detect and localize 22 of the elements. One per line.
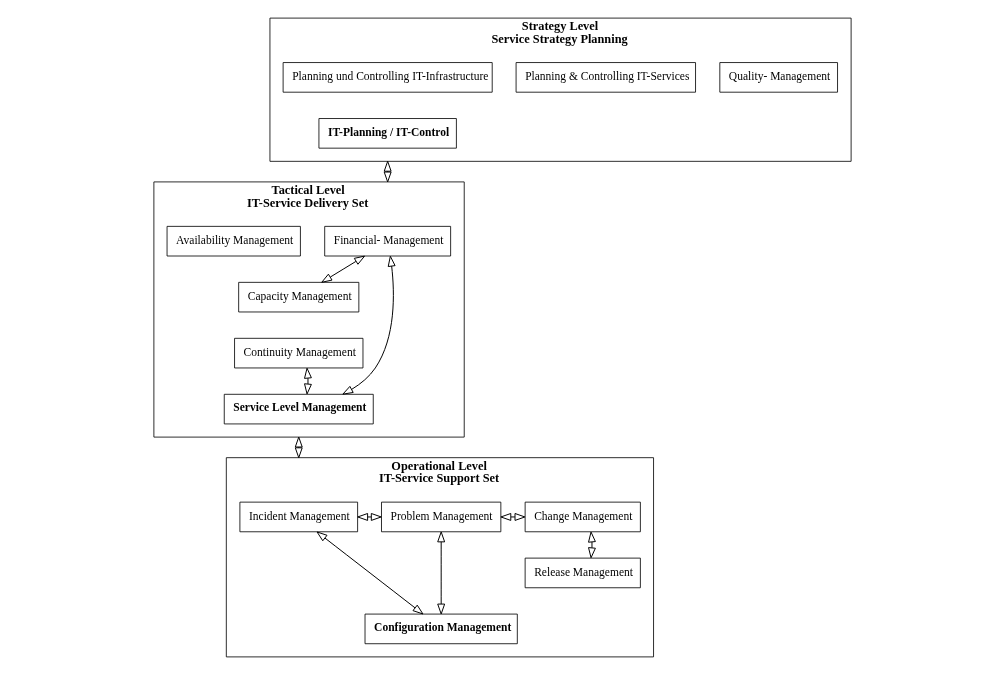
- arrow: [499, 513, 525, 521]
- node-box: Availability Management: [166, 225, 301, 257]
- node-box: Problem Management: [380, 501, 501, 533]
- node-box: Incident Management: [239, 501, 358, 533]
- arrow: [316, 531, 423, 615]
- node-box: Capacity Management: [237, 281, 359, 313]
- arrow: [303, 367, 312, 395]
- node-box: Planning und Controlling IT-Infrastructure: [282, 62, 493, 93]
- node-box: Configuration Management: [364, 613, 518, 645]
- arrow: [356, 513, 382, 521]
- node-box: Quality- Management: [718, 62, 838, 93]
- arrow: [341, 255, 396, 395]
- arrow: [320, 255, 365, 283]
- node-box: Change Management: [524, 501, 641, 533]
- node-box: Financial- Management: [323, 225, 451, 257]
- node-box: Planning & Controlling IT-Services: [515, 62, 696, 93]
- node-box: Service Level Management: [223, 393, 374, 425]
- node-box: Release Management: [524, 557, 641, 589]
- node-box: Continuity Management: [233, 337, 363, 369]
- node-box: IT-Planning / IT-Control: [318, 118, 457, 149]
- arrow: [587, 531, 596, 559]
- arrow: [436, 531, 445, 615]
